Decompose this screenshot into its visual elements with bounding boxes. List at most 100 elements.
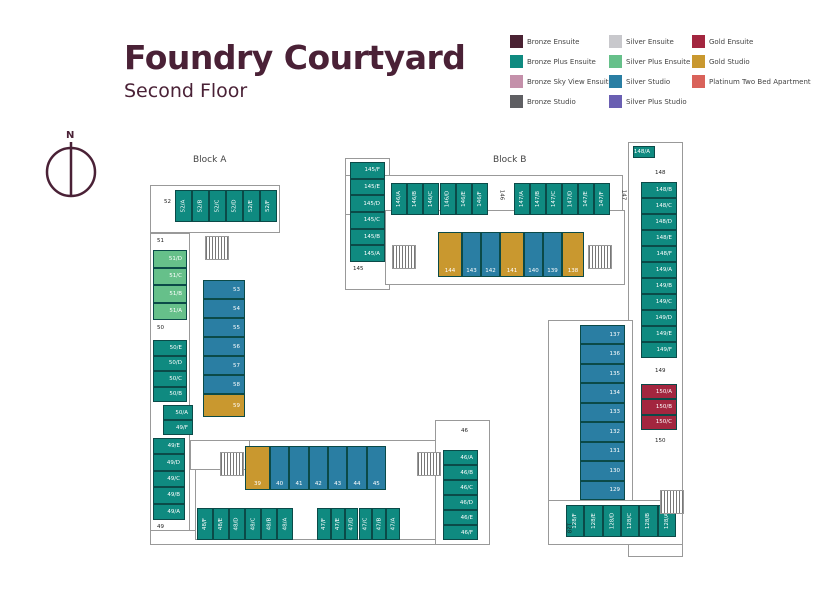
room-59[interactable]: 59	[203, 394, 245, 417]
room-46-d[interactable]: 46/D	[443, 495, 478, 510]
room-135[interactable]: 135	[580, 363, 625, 384]
room-46-e[interactable]: 46/E	[443, 510, 478, 525]
room-48-a[interactable]: 48/A	[277, 508, 293, 540]
room-45[interactable]: 45	[366, 446, 386, 490]
room-145-e[interactable]: 145/E	[350, 178, 385, 196]
room-46-a[interactable]: 46/A	[443, 450, 478, 465]
room-47-e[interactable]: 47/E	[330, 508, 345, 540]
room-149-d[interactable]: 149/D	[641, 310, 677, 326]
room-49-e[interactable]: 49/E	[153, 438, 185, 455]
room-51-a[interactable]: 51/A	[153, 302, 187, 320]
room-140[interactable]: 140	[524, 232, 543, 277]
room-47-d[interactable]: 47/D	[344, 508, 359, 540]
room-150-c[interactable]: 150/C	[641, 414, 677, 430]
room-149-f[interactable]: 149/F	[641, 342, 677, 358]
room-145-d[interactable]: 145/D	[350, 195, 385, 212]
room-148-a[interactable]: 148/A	[633, 146, 655, 158]
room-43[interactable]: 43	[328, 446, 348, 490]
room-49-d[interactable]: 49/D	[153, 454, 185, 471]
room-48-b[interactable]: 48/B	[261, 508, 277, 540]
room-145-c[interactable]: 145/C	[350, 212, 385, 229]
room-52-e[interactable]: 52/E	[243, 190, 260, 222]
room-149-e[interactable]: 149/E	[641, 326, 677, 342]
room-133[interactable]: 133	[580, 402, 625, 423]
room-136[interactable]: 136	[580, 344, 625, 364]
room-47-f[interactable]: 47/F	[317, 508, 331, 540]
room-48-e[interactable]: 48/E	[213, 508, 229, 540]
room-145-b[interactable]: 145/B	[350, 228, 385, 246]
room-131[interactable]: 131	[580, 441, 625, 462]
room-49-b[interactable]: 49/B	[153, 487, 185, 504]
room-54[interactable]: 54	[203, 299, 245, 318]
room-146-e[interactable]: 146/E	[455, 183, 472, 215]
room-146-f[interactable]: 146/F	[471, 183, 488, 215]
room-48-c[interactable]: 48/C	[245, 508, 261, 540]
room-143[interactable]: 143	[462, 232, 481, 277]
room-40[interactable]: 40	[270, 446, 290, 490]
room-50-b[interactable]: 50/B	[153, 386, 187, 402]
room-52-a[interactable]: 52/A	[175, 190, 192, 222]
room-147-f[interactable]: 147/F	[594, 183, 610, 215]
room-145-f[interactable]: 145/F	[350, 162, 385, 179]
room-150-a[interactable]: 150/A	[641, 384, 677, 400]
room-148-d[interactable]: 148/D	[641, 214, 677, 230]
room-144[interactable]: 144	[438, 232, 462, 277]
room-128-e[interactable]: 128/E	[584, 505, 603, 537]
room-128-f[interactable]: 128/F	[566, 505, 585, 537]
room-52-c[interactable]: 52/C	[209, 190, 226, 222]
room-57[interactable]: 57	[203, 356, 245, 375]
room-49-a[interactable]: 49/A	[153, 503, 185, 520]
room-132[interactable]: 132	[580, 422, 625, 442]
room-46-b[interactable]: 46/B	[443, 465, 478, 480]
room-134[interactable]: 134	[580, 383, 625, 403]
room-41[interactable]: 41	[289, 446, 309, 490]
room-51-d[interactable]: 51/D	[153, 250, 187, 268]
room-42[interactable]: 42	[308, 446, 328, 490]
room-148-f[interactable]: 148/F	[641, 246, 677, 262]
room-147-c[interactable]: 147/C	[546, 183, 562, 215]
room-147-b[interactable]: 147/B	[530, 183, 546, 215]
room-50-e[interactable]: 50/E	[153, 340, 187, 356]
room-52-b[interactable]: 52/B	[192, 190, 209, 222]
room-129[interactable]: 129	[580, 480, 625, 500]
room-138[interactable]: 138	[562, 232, 584, 277]
room-44[interactable]: 44	[347, 446, 367, 490]
room-141[interactable]: 141	[500, 232, 524, 277]
room-47-a[interactable]: 47/A	[386, 508, 400, 540]
room-128-c[interactable]: 128/C	[621, 505, 640, 537]
room-148-b[interactable]: 148/B	[641, 182, 677, 198]
room-145-a[interactable]: 145/A	[350, 245, 385, 262]
room-50-c[interactable]: 50/C	[153, 371, 187, 387]
room-52-f[interactable]: 52/F	[260, 190, 277, 222]
room-47-b[interactable]: 47/B	[372, 508, 387, 540]
room-146-b[interactable]: 146/B	[407, 183, 424, 215]
room-139[interactable]: 139	[543, 232, 562, 277]
room-128-b[interactable]: 128/B	[639, 505, 658, 537]
room-149-b[interactable]: 149/B	[641, 278, 677, 294]
room-46-c[interactable]: 46/C	[443, 480, 478, 495]
room-146-a[interactable]: 146/A	[391, 183, 408, 215]
room-39[interactable]: 39	[245, 446, 270, 490]
room-137[interactable]: 137	[580, 325, 625, 345]
room-147-a[interactable]: 147/A	[514, 183, 530, 215]
room-58[interactable]: 58	[203, 375, 245, 394]
room-146-c[interactable]: 146/C	[423, 183, 440, 215]
room-146-d[interactable]: 146/D	[439, 183, 456, 215]
room-55[interactable]: 55	[203, 318, 245, 337]
room-130[interactable]: 130	[580, 461, 625, 481]
room-149-a[interactable]: 149/A	[641, 262, 677, 278]
room-147-e[interactable]: 147/E	[578, 183, 594, 215]
room-56[interactable]: 56	[203, 337, 245, 356]
room-51-b[interactable]: 51/B	[153, 285, 187, 303]
room-48-d[interactable]: 48/D	[229, 508, 245, 540]
room-52-d[interactable]: 52/D	[226, 190, 243, 222]
room-148-e[interactable]: 148/E	[641, 230, 677, 246]
room-47-c[interactable]: 47/C	[358, 508, 373, 540]
room-147-d[interactable]: 147/D	[562, 183, 578, 215]
room-50-a[interactable]: 50/A	[163, 405, 193, 420]
room-142[interactable]: 142	[481, 232, 500, 277]
room-53[interactable]: 53	[203, 280, 245, 299]
room-148-c[interactable]: 148/C	[641, 198, 677, 214]
room-46-f[interactable]: 46/F	[443, 525, 478, 540]
room-48-f[interactable]: 48/F	[197, 508, 213, 540]
